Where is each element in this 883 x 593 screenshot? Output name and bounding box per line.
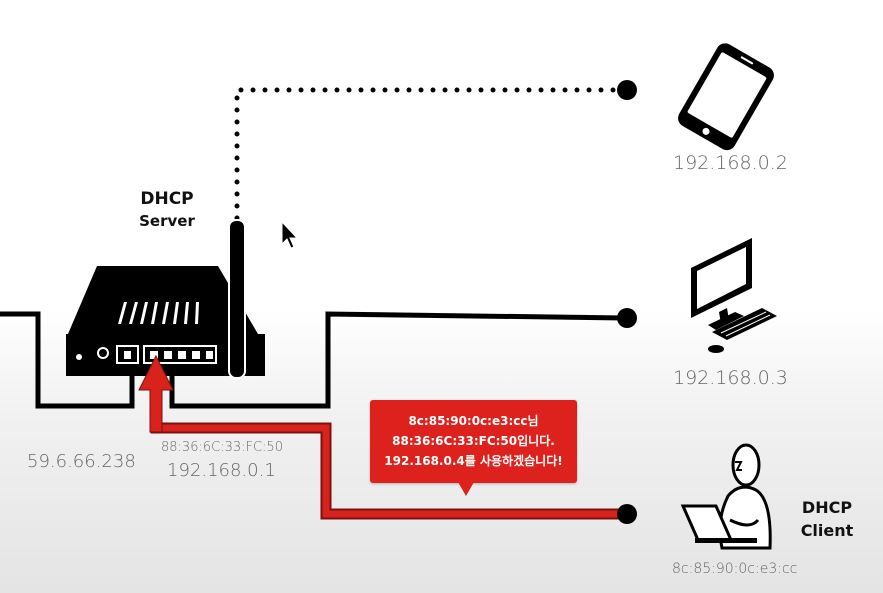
wan-cable (0, 311, 135, 409)
dhcp-server-label: DHCP Server (127, 188, 207, 231)
desktop-link-endpoint (617, 308, 637, 328)
dhcp-client-label: DHCP Client (790, 496, 864, 542)
client-mac-address: 8c:85:90:0c:e3:cc (672, 561, 798, 577)
smartphone-icon (678, 43, 774, 151)
red-arrow-icon (138, 354, 174, 433)
router-icon (66, 219, 265, 379)
lan-cable-to-desktop (169, 311, 625, 409)
client-link-endpoint (617, 504, 637, 524)
server-label-line2: Server (139, 211, 195, 230)
phone-ip-address: 192.168.0.2 (673, 152, 788, 174)
phone-link-endpoint (617, 80, 637, 100)
wireless-link-to-phone (234, 87, 627, 221)
message-line3: 192.168.0.4를 사용하겠습니다! (384, 454, 563, 468)
server-label-line1: DHCP (140, 189, 194, 209)
desktop-ip-address: 192.168.0.3 (673, 367, 788, 389)
person-laptop-icon (680, 443, 772, 550)
desktop-computer-icon (691, 238, 777, 353)
router-lan-ip: 192.168.0.1 (167, 460, 276, 481)
client-label-line2: Client (800, 521, 854, 541)
client-label-line1: DHCP (801, 498, 853, 517)
dhcp-request-message-bubble: 8c:85:90:0c:e3:cc님 88:36:6C:33:FC:50입니다.… (370, 400, 577, 483)
router-wan-ip: 59.6.66.238 (27, 451, 136, 472)
message-line2: 88:36:6C:33:FC:50입니다. (392, 434, 555, 448)
message-bubble-tail (458, 482, 474, 496)
mouse-pointer-icon (281, 220, 299, 249)
message-line1: 8c:85:90:0c:e3:cc님 (408, 414, 539, 428)
router-mac-address: 88:36:6C:33:FC:50 (161, 440, 283, 455)
